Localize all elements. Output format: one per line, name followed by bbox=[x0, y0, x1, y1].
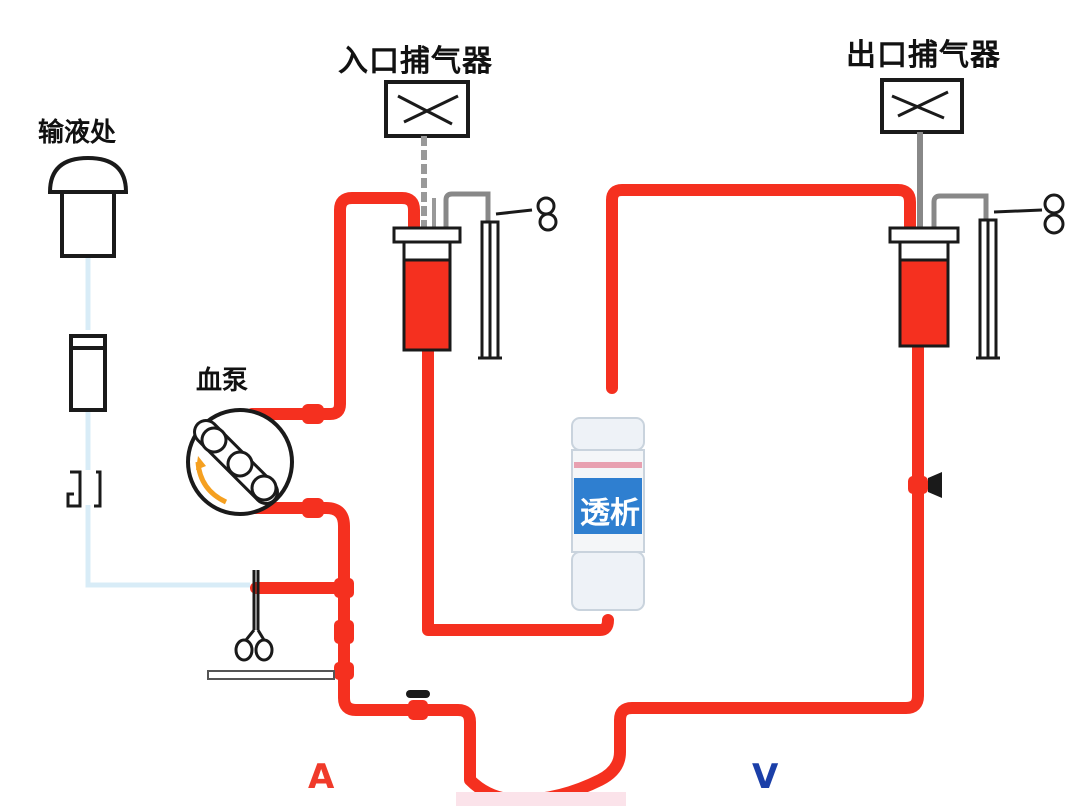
line-connectors bbox=[302, 404, 928, 720]
venous-label: V bbox=[752, 757, 779, 797]
dialyzer-to-outlet-chamber-line bbox=[606, 184, 916, 394]
outlet-air-trap bbox=[880, 78, 1065, 360]
dialyzer bbox=[571, 417, 645, 611]
infusion-label: 输液处 bbox=[38, 118, 117, 148]
saline-roller-clamp bbox=[66, 470, 102, 508]
saline-line bbox=[85, 256, 250, 588]
inlet-air-trap-label: 入口捕气器 bbox=[338, 44, 493, 79]
arterial-label: A bbox=[308, 757, 335, 797]
blood-pump-label: 血泵 bbox=[196, 366, 249, 396]
tube-clamp-icon bbox=[234, 570, 274, 662]
inlet-air-trap bbox=[384, 80, 558, 360]
outlet-air-trap-label: 出口捕气器 bbox=[846, 38, 1001, 73]
drip-chamber bbox=[69, 334, 107, 412]
stand-bar bbox=[207, 670, 335, 680]
pump-to-inlet-chamber-line bbox=[246, 192, 420, 420]
infusion-bag bbox=[47, 155, 129, 258]
bottom-patch bbox=[456, 792, 626, 806]
blood-pump bbox=[186, 408, 294, 516]
valve-knobs bbox=[406, 472, 942, 698]
dialyzer-label: 透析 bbox=[580, 496, 640, 531]
inlet-chamber-to-dialyzer-line bbox=[422, 340, 614, 636]
